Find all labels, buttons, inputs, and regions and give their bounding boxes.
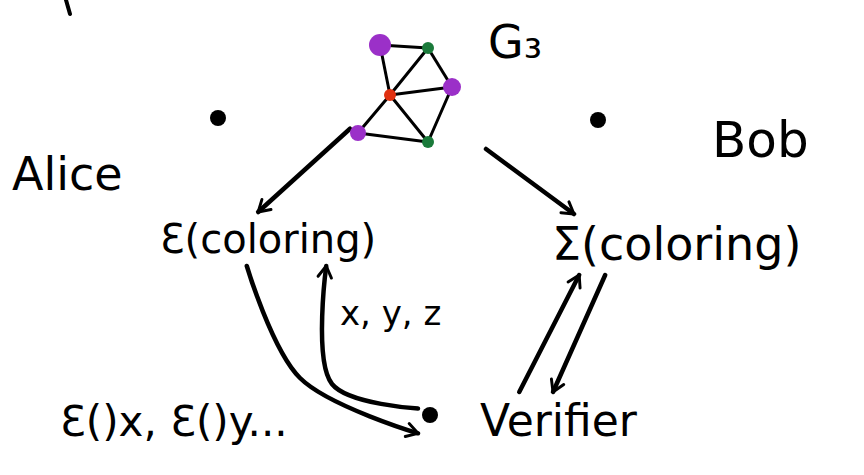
arrow-connector (519, 275, 579, 392)
graph-edge (390, 48, 428, 95)
arrow-connector (258, 129, 350, 212)
party-name: Alice (12, 148, 123, 201)
graph-edge (390, 87, 452, 95)
graph-vertex (422, 42, 434, 54)
arrow-connector (553, 275, 605, 392)
note-text: Ɛ()x, Ɛ()y... (60, 398, 288, 446)
graph-vertex (443, 78, 461, 96)
party-node: Verifier (418, 392, 643, 451)
party-dot (210, 110, 226, 126)
graph-name: G₃ (488, 16, 542, 69)
graph-edge (390, 95, 428, 142)
node-text: Verifier (480, 396, 639, 447)
node-text: Σ(coloring) (552, 218, 804, 271)
graph-edge (358, 133, 428, 142)
party-name: Bob (712, 112, 809, 170)
stroke-fragment (66, 0, 70, 14)
graph-vertex (384, 89, 396, 101)
graph-vertex (350, 125, 366, 141)
commitment-node: Σ(coloring) (548, 214, 808, 275)
graph-vertex (369, 34, 391, 56)
party-dot (422, 407, 438, 423)
arrow-connector (486, 149, 574, 214)
commitment-node: Ɛ(coloring) (156, 212, 383, 266)
party-dot (590, 112, 606, 128)
edge-label: x, y, z (338, 294, 443, 333)
graph-edge (428, 87, 452, 142)
graph-vertex (422, 136, 434, 148)
node-text: Ɛ(coloring) (160, 216, 379, 262)
graph-node: G₃ (350, 14, 550, 149)
arrow-connector (322, 266, 418, 409)
